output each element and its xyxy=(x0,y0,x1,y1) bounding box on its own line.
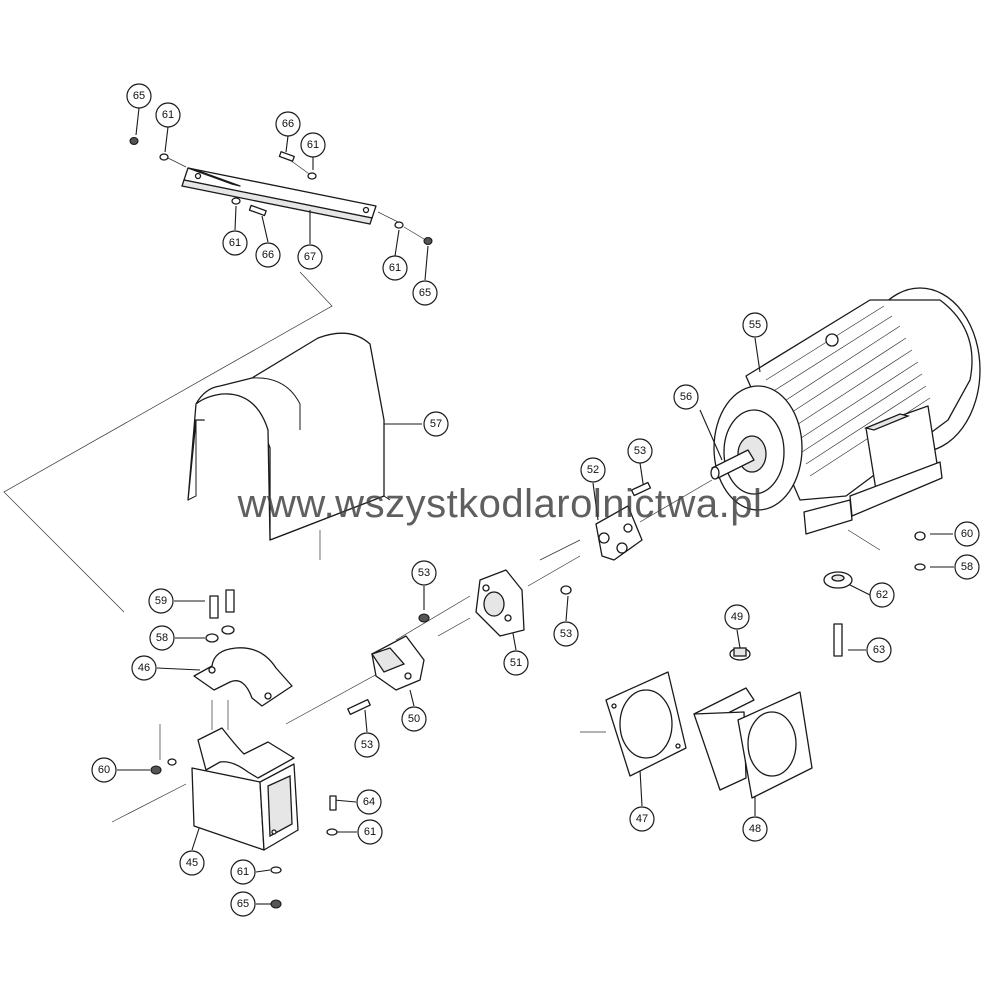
callout-59: 59 xyxy=(148,588,174,614)
callout-label: 61 xyxy=(389,262,401,274)
callout-60: 60 xyxy=(954,521,980,547)
callout-51: 51 xyxy=(503,650,529,676)
callout-label: 47 xyxy=(636,813,648,825)
callout-61: 61 xyxy=(155,102,181,128)
callout-label: 61 xyxy=(364,826,376,838)
callout-61: 61 xyxy=(222,230,248,256)
callout-label: 58 xyxy=(961,561,973,573)
callout-label: 62 xyxy=(876,589,888,601)
callout-61: 61 xyxy=(230,859,256,885)
callout-label: 61 xyxy=(307,139,319,151)
callout-label: 57 xyxy=(430,418,442,430)
callout-61: 61 xyxy=(300,132,326,158)
callout-label: 60 xyxy=(98,764,110,776)
coupling-51 xyxy=(475,569,525,637)
callout-61: 61 xyxy=(382,255,408,281)
callout-65: 65 xyxy=(126,83,152,109)
clamp-46 xyxy=(193,647,293,707)
callout-48: 48 xyxy=(742,816,768,842)
callout-label: 65 xyxy=(133,90,145,102)
callout-label: 53 xyxy=(418,567,430,579)
callout-57: 57 xyxy=(423,411,449,437)
callout-45: 45 xyxy=(179,850,205,876)
bracket-hardware xyxy=(129,136,433,246)
callout-label: 53 xyxy=(361,739,373,751)
callout-53: 53 xyxy=(354,732,380,758)
callout-label: 66 xyxy=(262,249,274,261)
coupling-52 xyxy=(595,505,643,561)
callout-65: 65 xyxy=(412,280,438,306)
callout-58: 58 xyxy=(954,554,980,580)
foot-hardware xyxy=(823,529,926,657)
callouts: 65 61 66 61 61 66 67 61 65 55 56 57 53 5… xyxy=(91,83,980,917)
callout-label: 58 xyxy=(156,632,168,644)
callout-label: 53 xyxy=(560,628,572,640)
callout-label: 64 xyxy=(363,796,375,808)
callout-61: 61 xyxy=(357,819,383,845)
callout-50: 50 xyxy=(401,706,427,732)
gasket-47 xyxy=(605,671,687,777)
callout-56: 56 xyxy=(673,384,699,410)
callout-label: 53 xyxy=(634,445,646,457)
callout-label: 61 xyxy=(229,237,241,249)
callout-47: 47 xyxy=(629,806,655,832)
callout-53: 53 xyxy=(627,438,653,464)
callout-label: 65 xyxy=(237,898,249,910)
callout-65: 65 xyxy=(230,891,256,917)
callout-label: 59 xyxy=(155,595,167,607)
callout-label: 51 xyxy=(510,657,522,669)
callout-66: 66 xyxy=(255,242,281,268)
bracket-67 xyxy=(167,157,399,225)
callout-label: 56 xyxy=(680,391,692,403)
callout-66: 66 xyxy=(275,111,301,137)
callout-label: 52 xyxy=(587,464,599,476)
callout-label: 50 xyxy=(408,713,420,725)
callout-53: 53 xyxy=(411,560,437,586)
callout-label: 63 xyxy=(873,644,885,656)
callout-label: 61 xyxy=(237,866,249,878)
stand-45 xyxy=(191,727,299,851)
coupling-50 xyxy=(370,635,425,691)
callout-46: 46 xyxy=(131,655,157,681)
callout-label: 49 xyxy=(731,611,743,623)
callout-62: 62 xyxy=(869,582,895,608)
callout-60: 60 xyxy=(91,757,117,783)
callout-label: 66 xyxy=(282,118,294,130)
stand-hardware xyxy=(150,589,338,909)
callout-label: 61 xyxy=(162,109,174,121)
callout-49: 49 xyxy=(724,604,750,630)
callout-label: 67 xyxy=(304,251,316,263)
callout-58: 58 xyxy=(149,625,175,651)
callout-52: 52 xyxy=(580,457,606,483)
callout-label: 60 xyxy=(961,528,973,540)
callout-label: 48 xyxy=(749,823,761,835)
callout-67: 67 xyxy=(297,244,323,270)
fasteners-53 xyxy=(347,481,652,716)
callout-label: 55 xyxy=(749,319,761,331)
callout-63: 63 xyxy=(866,637,892,663)
housing-48 xyxy=(693,647,813,799)
callout-label: 65 xyxy=(419,287,431,299)
cover-57 xyxy=(187,332,391,560)
callout-53: 53 xyxy=(553,621,579,647)
callout-64: 64 xyxy=(356,789,382,815)
callout-label: 46 xyxy=(138,662,150,674)
callout-55: 55 xyxy=(742,312,768,338)
callout-label: 45 xyxy=(186,857,198,869)
motor-55 xyxy=(710,287,981,535)
